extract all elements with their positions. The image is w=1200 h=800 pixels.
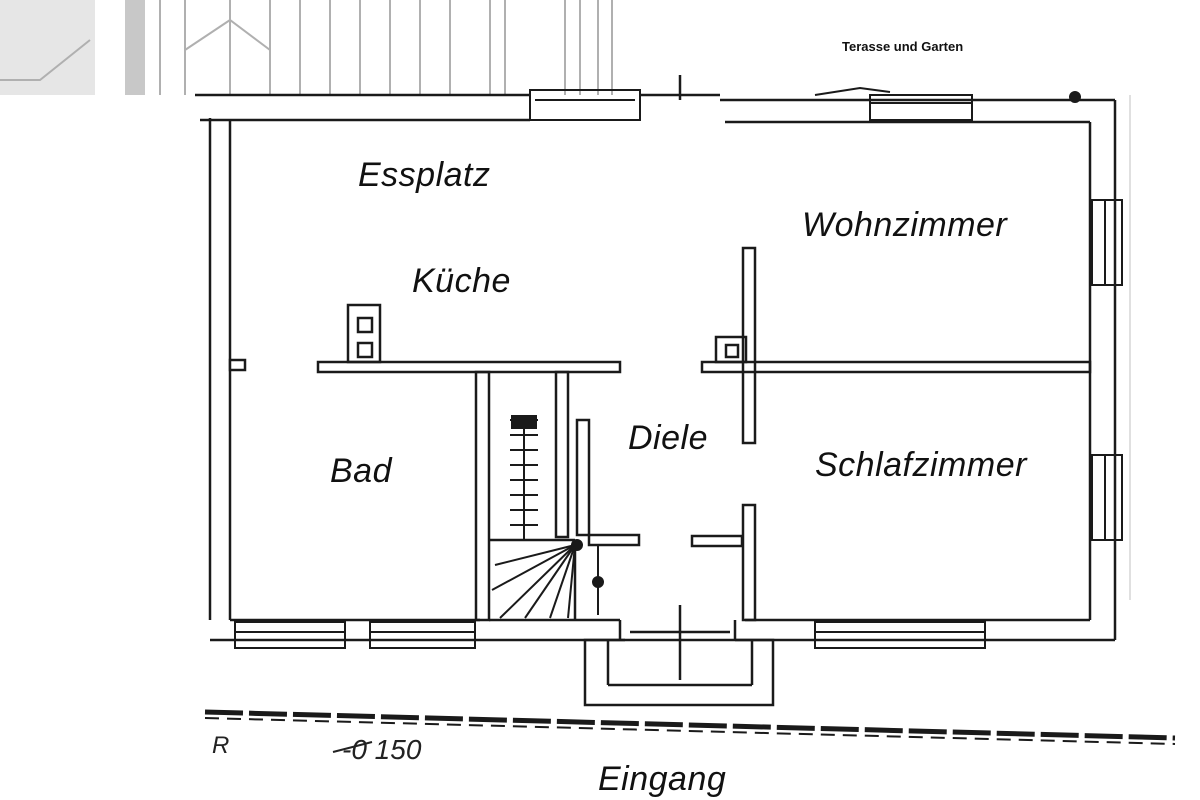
ground-line (204, 709, 1176, 745)
entrance-porch (583, 605, 775, 707)
level-marker (332, 741, 373, 753)
room-label-diele: Diele (628, 419, 708, 457)
entrance-label: Eingang (598, 760, 727, 798)
room-label-bad: Bad (330, 452, 392, 490)
room-label-essplatz: Essplatz (358, 156, 491, 194)
windows (234, 86, 1123, 649)
room-label-wohnzimmer: Wohnzimmer (802, 206, 1008, 244)
background-sketch (0, 0, 1131, 600)
level-value-label: -0 150 (342, 734, 422, 765)
walls (195, 75, 1117, 642)
stairs (491, 415, 604, 619)
level-r-label: R (212, 732, 230, 759)
interior-walls (316, 246, 1092, 622)
room-label-kueche: Küche (412, 262, 511, 300)
room-label-schlafzimmer: Schlafzimmer (815, 446, 1027, 484)
terrace-label: Terasse und Garten (842, 39, 964, 54)
